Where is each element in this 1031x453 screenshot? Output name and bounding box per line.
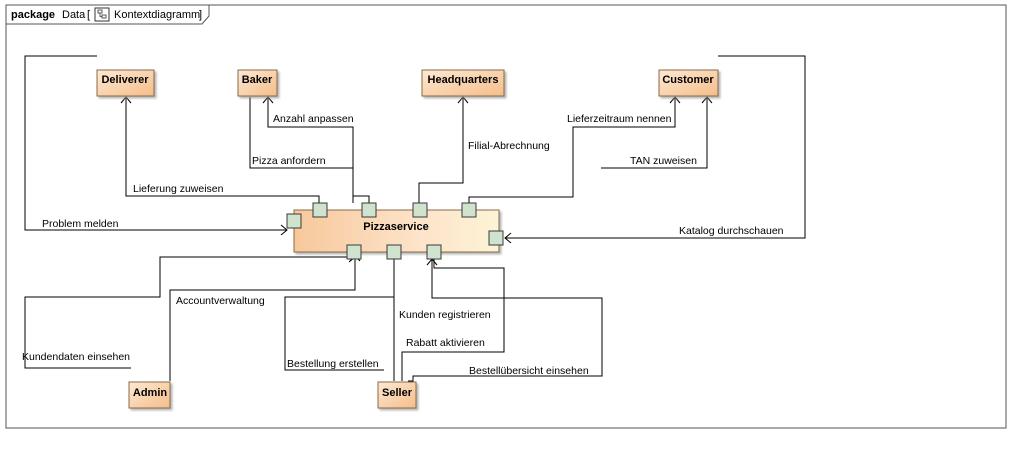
actor-seller[interactable]: Seller — [377, 381, 417, 409]
flow-label-tan-zuweisen: TAN zuweisen — [630, 155, 697, 167]
arrowhead-baker — [262, 96, 274, 104]
package-frame: package Data [ Kontextdiagramm ] — [5, 4, 1007, 429]
arrowheads — [120, 96, 713, 266]
frame-bracket-close: ] — [199, 9, 202, 21]
wire-katalog-durchschauen — [505, 55, 806, 239]
port-right[interactable] — [488, 230, 504, 246]
arrowhead-customer-lieferzeitraum — [669, 96, 681, 104]
port-bottom-3[interactable] — [426, 244, 442, 260]
wire-lieferung-zuweisen — [125, 97, 320, 203]
actor-baker-label: Baker — [242, 74, 273, 86]
flow-labels: Problem melden Lieferung zuweisen Anzahl… — [22, 113, 784, 377]
flow-label-accountverwaltung: Accountverwaltung — [176, 295, 265, 307]
wire-kundendaten-einsehen — [24, 256, 355, 369]
flow-label-katalog-durchschauen: Katalog durchschauen — [679, 225, 784, 237]
wire-bestellung-erstellen — [284, 259, 395, 371]
wire-rabatt-aktivieren — [401, 257, 505, 381]
wire-problem-melden — [24, 55, 287, 231]
arrowhead-katalog-durchschauen — [504, 232, 512, 244]
actor-headquarters-label: Headquarters — [428, 74, 499, 86]
arrowhead-headquarters — [457, 96, 469, 104]
port-top-2[interactable] — [361, 202, 377, 218]
actor-deliverer-label: Deliverer — [101, 74, 149, 86]
flow-label-rabatt-aktivieren: Rabatt aktivieren — [406, 337, 485, 349]
flow-label-lieferzeitraum-nennen: Lieferzeitraum nennen — [567, 113, 672, 125]
port-top-3[interactable] — [412, 202, 428, 218]
wire-anzahl-anpassen — [267, 97, 370, 203]
wire-filial-abrechnung — [418, 97, 464, 203]
port-bottom-1[interactable] — [346, 244, 362, 260]
frame-package-name: Data — [62, 9, 86, 21]
flow-label-bestelluebersicht-einsehen: Bestellübersicht einsehen — [469, 365, 589, 377]
wire-tan-zuweisen — [601, 97, 708, 169]
flow-label-kundendaten-einsehen: Kundendaten einsehen — [22, 351, 130, 363]
wire-accountverwaltung — [169, 256, 356, 381]
port-left[interactable] — [286, 213, 302, 229]
flow-label-lieferung-zuweisen: Lieferung zuweisen — [133, 183, 224, 195]
actor-headquarters[interactable]: Headquarters — [421, 69, 505, 97]
connectors — [24, 55, 806, 382]
wire-bestelluebersicht-einsehen — [408, 259, 603, 382]
port-top-1[interactable] — [312, 202, 328, 218]
ports — [286, 202, 504, 260]
actor-customer-label: Customer — [662, 74, 714, 86]
actor-baker[interactable]: Baker — [237, 69, 278, 97]
actor-deliverer[interactable]: Deliverer — [96, 69, 155, 97]
system-name: Pizzaservice — [363, 221, 428, 233]
diagram-icon — [94, 7, 110, 22]
actor-seller-label: Seller — [382, 387, 413, 399]
port-bottom-2[interactable] — [386, 244, 402, 260]
arrowhead-problem-melden — [280, 224, 288, 236]
flow-label-anzahl-anpassen: Anzahl anpassen — [273, 113, 354, 125]
flow-label-pizza-anfordern: Pizza anfordern — [252, 155, 326, 167]
frame-keyword: package — [11, 9, 55, 21]
actor-admin-label: Admin — [133, 387, 168, 399]
port-top-4[interactable] — [461, 202, 477, 218]
frame-diagram-name: Kontextdiagramm — [114, 9, 200, 21]
flow-label-problem-melden: Problem melden — [42, 218, 119, 230]
arrowhead-customer-tan — [701, 96, 713, 104]
arrowhead-deliverer — [120, 96, 132, 104]
actor-admin[interactable]: Admin — [128, 381, 171, 409]
flow-label-bestellung-erstellen: Bestellung erstellen — [287, 358, 379, 370]
flow-label-kunden-registrieren: Kunden registrieren — [399, 309, 491, 321]
flow-label-filial-abrechnung: Filial-Abrechnung — [468, 140, 550, 152]
frame-bracket-open: [ — [87, 9, 90, 21]
wire-lieferzeitraum-nennen — [468, 97, 676, 203]
actor-customer[interactable]: Customer — [658, 69, 719, 97]
